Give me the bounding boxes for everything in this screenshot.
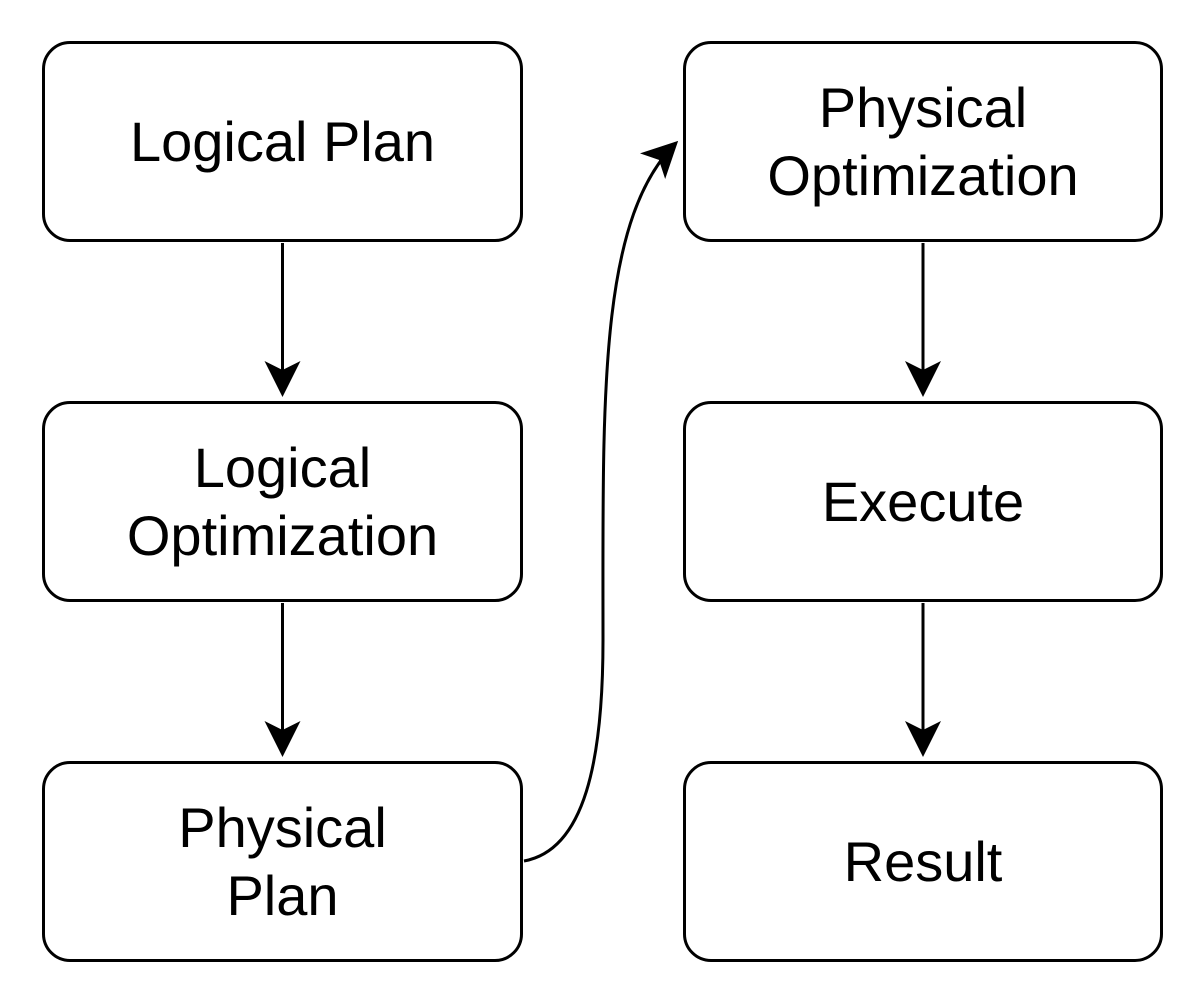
node-execute-label: Execute [821, 469, 1025, 533]
node-result: Result [683, 761, 1163, 962]
node-logical-plan-label: Logical Plan [129, 109, 436, 173]
edge-physical-plan-to-physical-optimization [523, 140, 679, 863]
node-physical-optimization: Physical Optimization [683, 41, 1163, 242]
node-logical-optimization-label: Logical Optimization [126, 436, 439, 567]
node-execute: Execute [683, 401, 1163, 602]
node-physical-plan: Physical Plan [42, 761, 523, 962]
node-logical-optimization: Logical Optimization [42, 401, 523, 602]
node-logical-plan: Logical Plan [42, 41, 523, 242]
node-physical-plan-label: Physical Plan [178, 796, 387, 927]
node-physical-optimization-label: Physical Optimization [767, 76, 1079, 207]
node-result-label: Result [843, 829, 1003, 893]
